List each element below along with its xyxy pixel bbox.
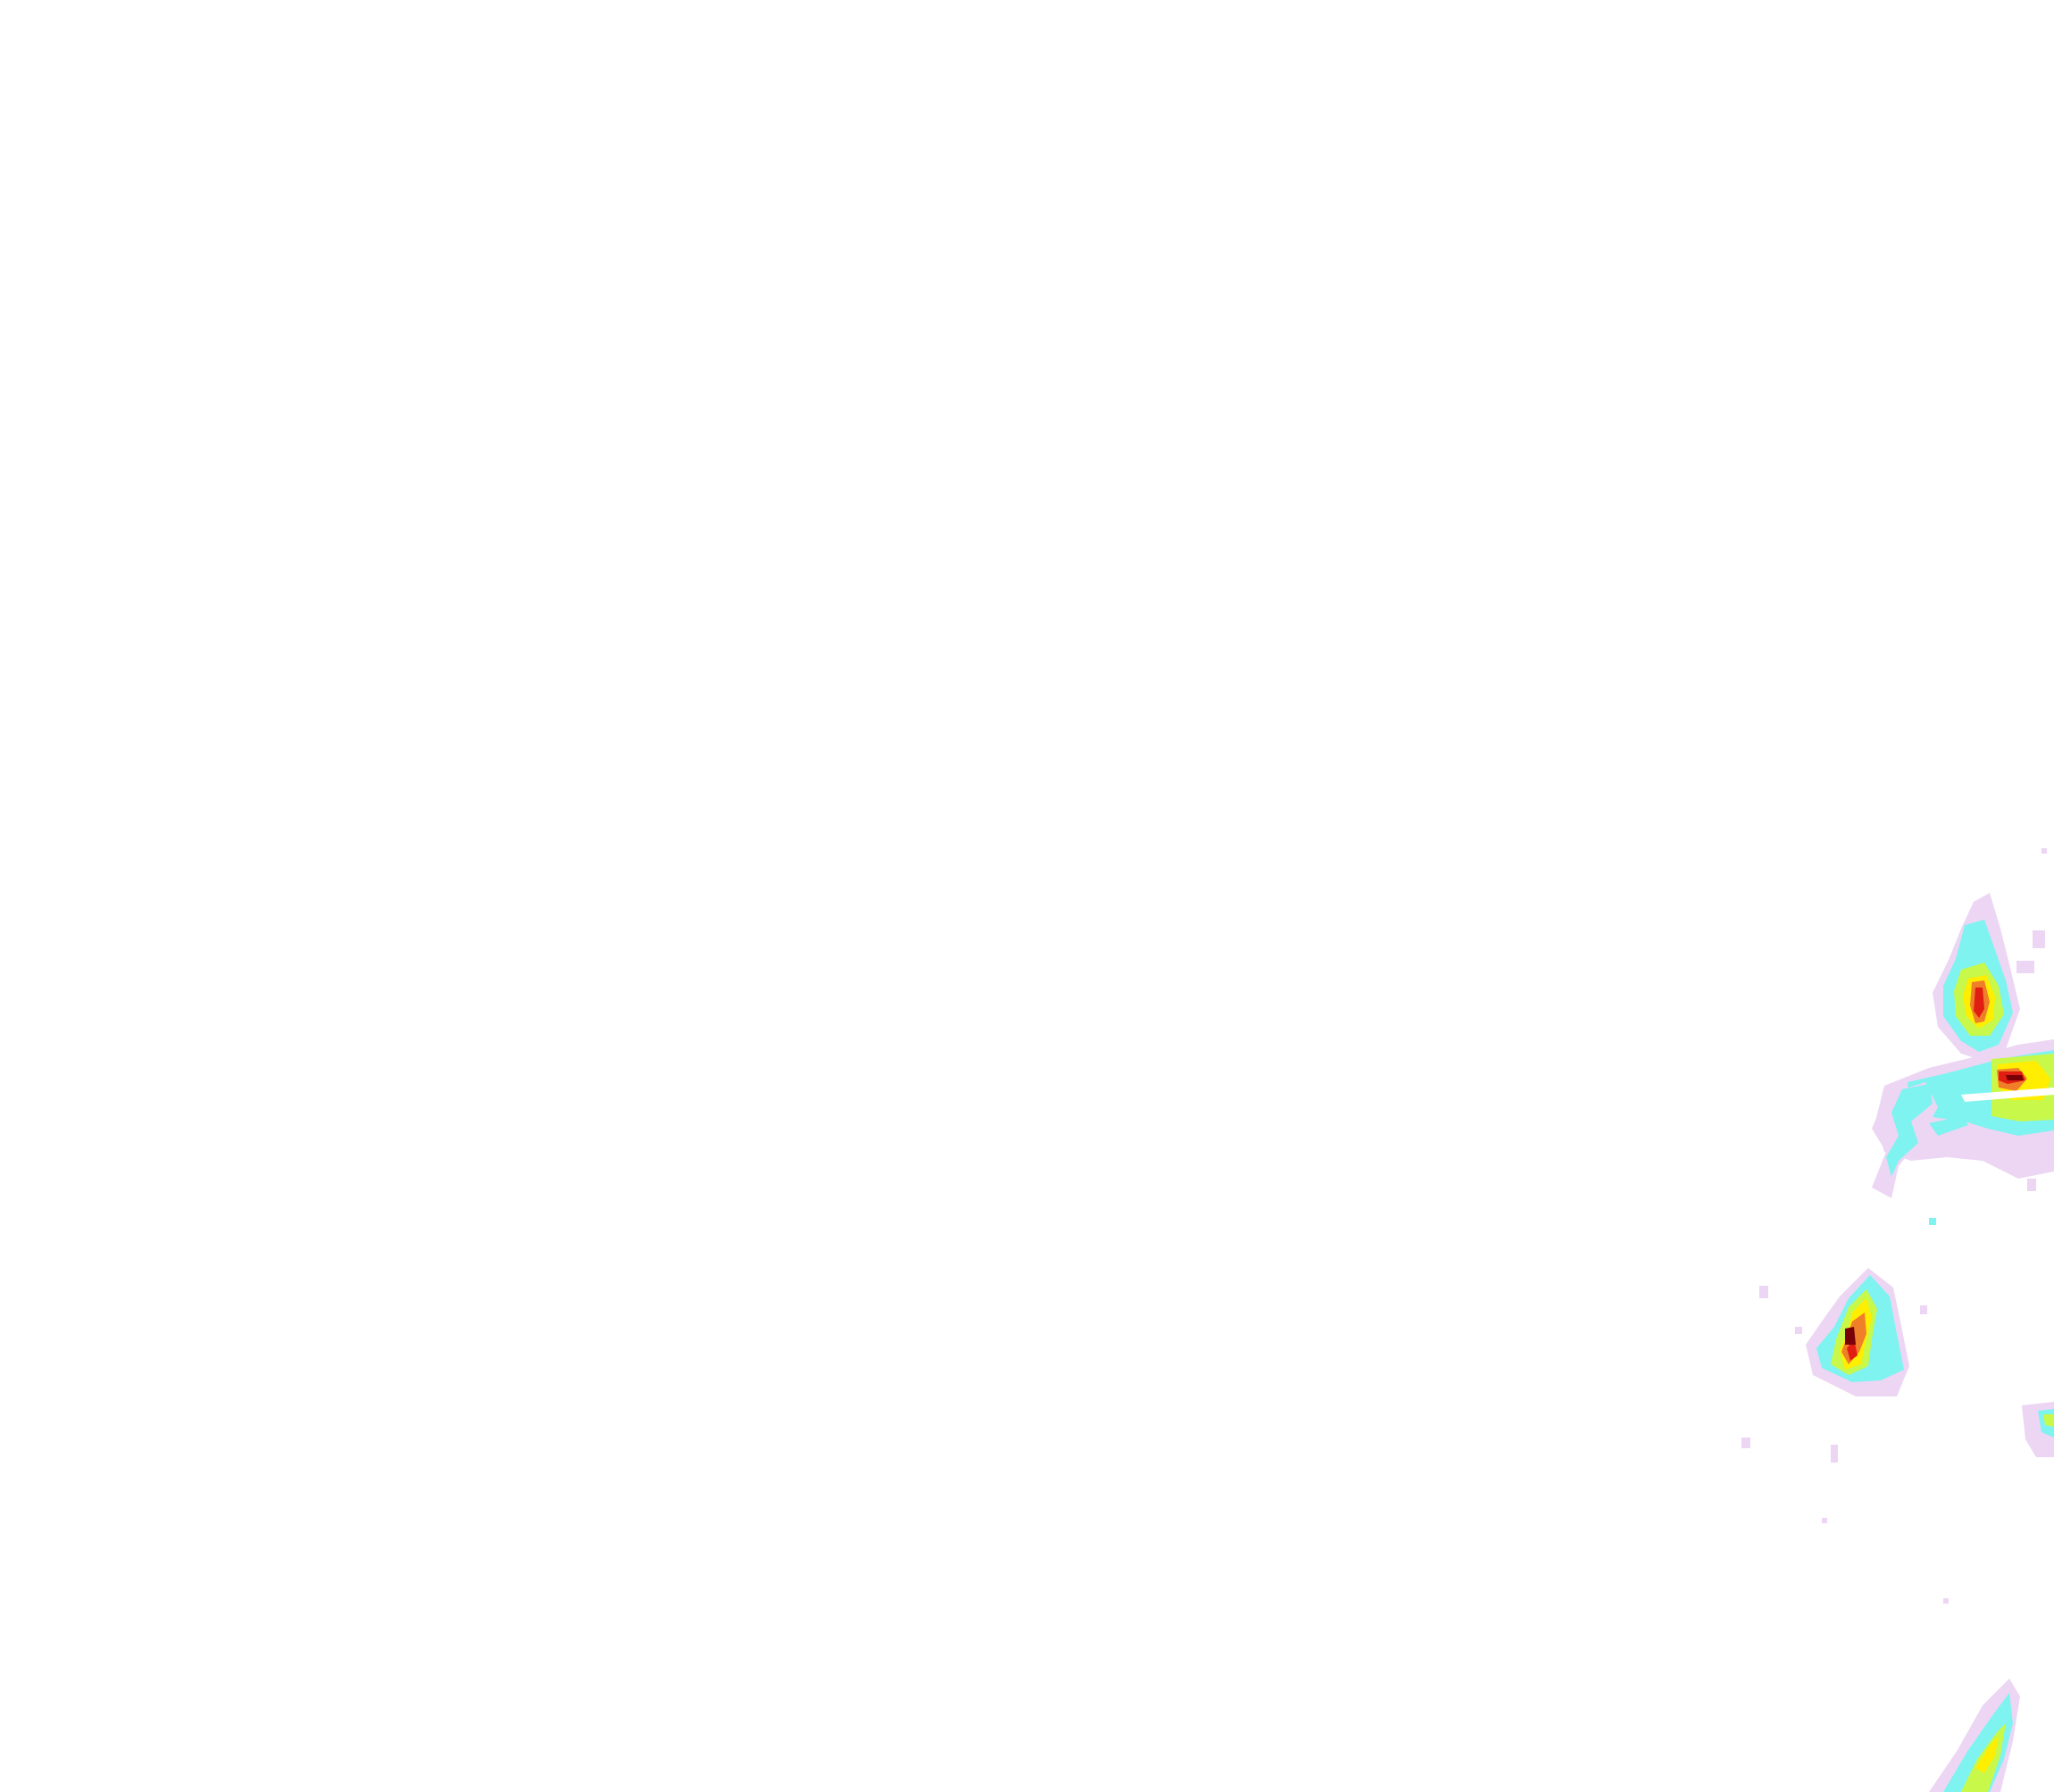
- echo-trace: [1795, 1327, 1802, 1334]
- echo-cell-north: [1933, 893, 2020, 1063]
- echo-cell-central: [1741, 1268, 1927, 1463]
- echo-trace: [1822, 1518, 1827, 1523]
- echo-trace: [1741, 1438, 1750, 1448]
- echo-trace: [2041, 848, 2047, 854]
- echo-moderate: [2043, 1414, 2054, 1427]
- echo-trace: [2016, 961, 2034, 973]
- echo-trace: [2033, 930, 2045, 948]
- echo-trace: [1759, 1286, 1768, 1298]
- echo-trace: [1831, 1445, 1838, 1463]
- echo-cell-west-scatter: [1872, 1082, 1968, 1225]
- echo-cell-east-edge: [2022, 1402, 2054, 1457]
- echo-light: [1929, 1218, 1936, 1225]
- echo-gap: [1961, 1088, 2054, 1102]
- echo-heavy: [1975, 1736, 1999, 1773]
- echo-trace: [1943, 1598, 1949, 1604]
- echo-cell-south: [1929, 1679, 2020, 1792]
- echo-extreme: [1845, 1327, 1856, 1345]
- echo-light: [1886, 1084, 1933, 1177]
- echo-trace-scatter: [1822, 848, 2047, 1604]
- echo-trace: [1920, 1305, 1927, 1314]
- echo-trace: [2027, 1179, 2036, 1191]
- echo-intense: [1974, 988, 1984, 1018]
- echo-extreme: [2006, 1075, 2024, 1080]
- echo-cell-north-east: [1875, 1039, 2054, 1179]
- echo-light: [1929, 1116, 1968, 1136]
